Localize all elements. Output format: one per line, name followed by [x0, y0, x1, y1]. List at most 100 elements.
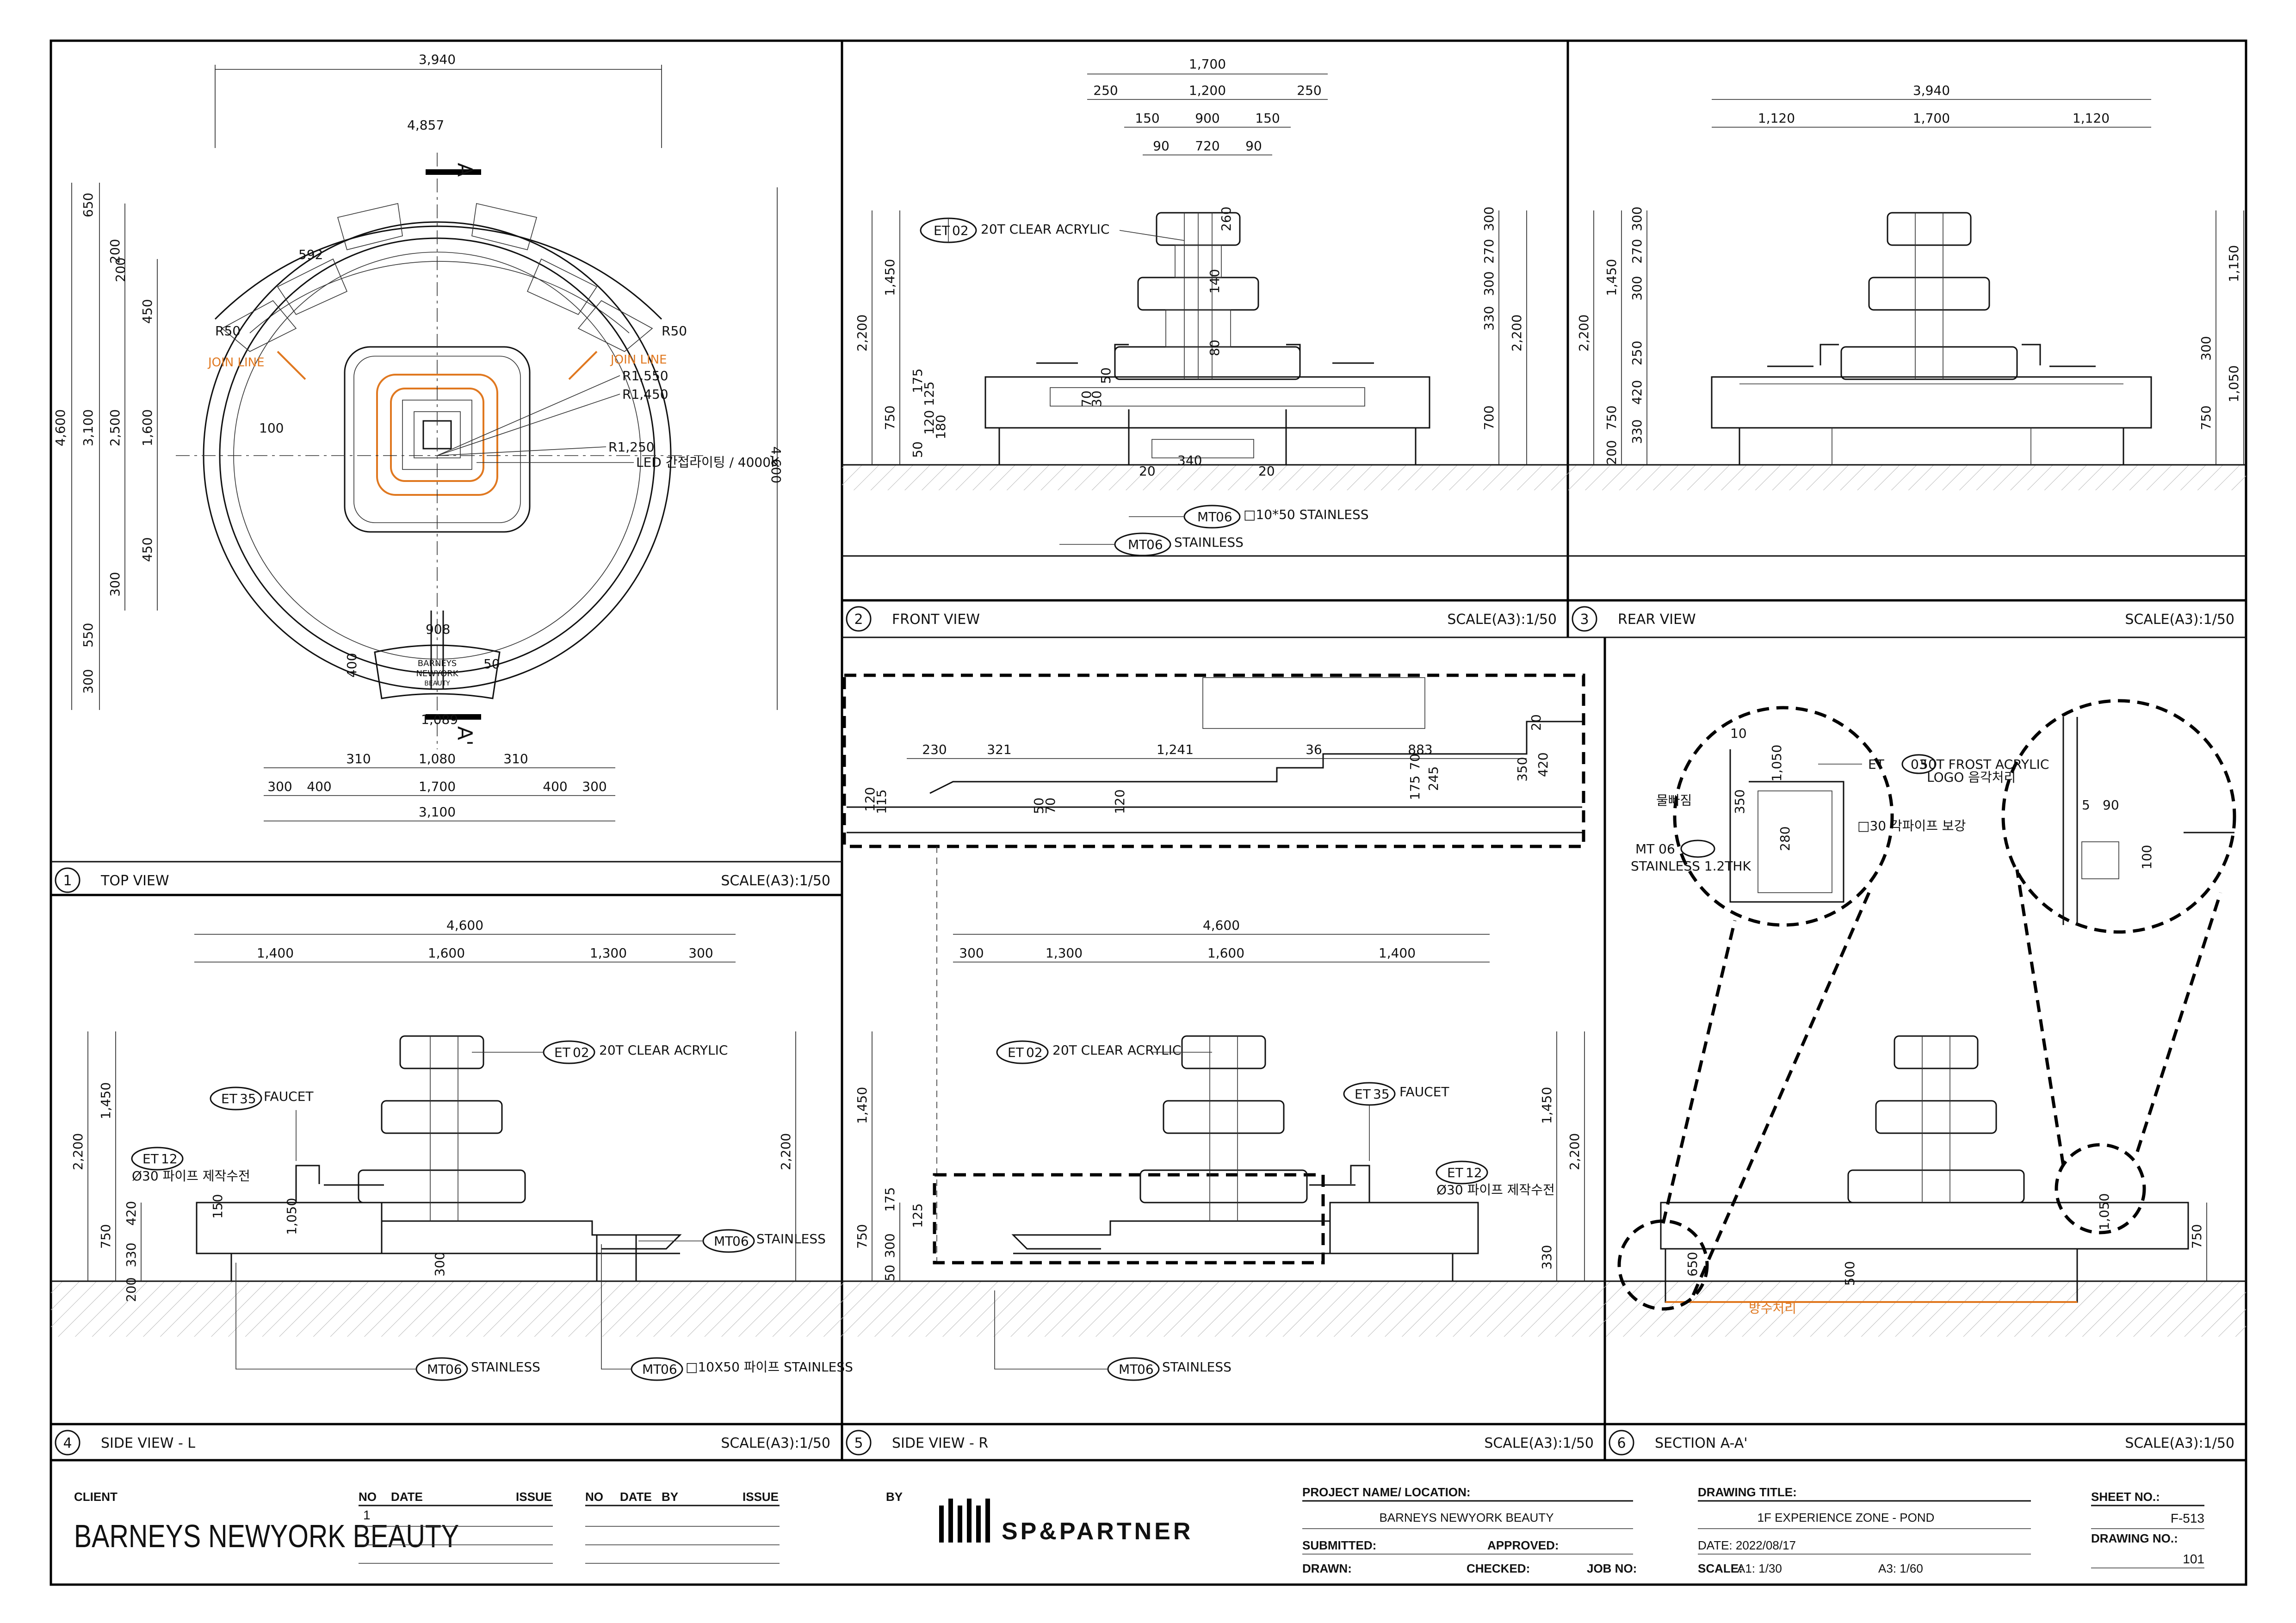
dim-text: 70 — [1079, 390, 1094, 407]
client-name: BARNEYS NEWYORK BEAUTY — [74, 1518, 459, 1555]
dim-text: 592 — [298, 247, 323, 262]
drawing-date: DATE: 2022/08/17 — [1698, 1538, 1796, 1552]
sign-text: BEAUTY — [424, 680, 450, 687]
drawing-number: 101 — [2183, 1552, 2204, 1566]
rev-col-header: ISSUE — [743, 1490, 779, 1504]
dim-text: 4,857 — [407, 117, 444, 133]
rev-col-header: NO — [585, 1490, 603, 1504]
dim-text: 30 — [1089, 390, 1104, 407]
dim-text: 10 — [1730, 726, 1747, 741]
dim-text: 1,450 — [882, 259, 897, 296]
dim-text: 300 — [2198, 336, 2214, 361]
view-number: 1 — [63, 873, 72, 889]
dim-text: 150 — [210, 1194, 225, 1219]
dim-text: 5 — [2082, 797, 2090, 813]
dim-text: 20 — [1529, 714, 1544, 731]
dim-text: 150 — [1255, 111, 1280, 126]
approved-label: APPROVED: — [1487, 1538, 1559, 1552]
svg-text:12: 12 — [1466, 1165, 1482, 1180]
dim-text: 330 — [1481, 306, 1497, 331]
callout-num: 03 — [1911, 757, 1927, 772]
section-aa: 방수처리 750 650 500 1,050 10 350 280 1,050 … — [1605, 699, 2246, 1337]
drawn-label: DRAWN: — [1302, 1561, 1352, 1575]
dim-text: 300 — [432, 1252, 447, 1277]
view-scale: SCALE(A3):1/50 — [1484, 1435, 1594, 1451]
dim-text: 400 — [344, 653, 359, 678]
dim-text: 1,700 — [1913, 111, 1950, 126]
view-title-4: 4 SIDE VIEW - L SCALE(A3):1/50 — [55, 1430, 830, 1456]
dim-text: 1,089 — [421, 712, 458, 727]
dim-text: 1,150 — [2226, 245, 2241, 282]
view-scale: SCALE(A3):1/50 — [1447, 611, 1557, 628]
dim-text: 300 — [1629, 207, 1645, 231]
svg-text:□10X50 파이프 STAINLESS: □10X50 파이프 STAINLESS — [686, 1359, 853, 1375]
dim-text: 200 — [113, 258, 128, 282]
view-title: SIDE VIEW - L — [101, 1435, 195, 1451]
svg-text:02: 02 — [1026, 1045, 1043, 1060]
dim-text: 250 — [1629, 341, 1645, 365]
svg-text:Ø30 파이프 제작수전: Ø30 파이프 제작수전 — [132, 1168, 250, 1184]
rear-view: 3,940 1,120 1,700 1,120 2,200 1,450 300 … — [1568, 83, 2246, 490]
side-view-l: ET 02 20T CLEAR ACRYLIC ET 35 FAUCET ET … — [51, 918, 853, 1381]
rev-col-header: NO — [359, 1490, 377, 1504]
detail-strip: 230 321 1,241 36 883 70 245 175 350 420 … — [842, 673, 1585, 1267]
radius-label: R1,550 — [622, 368, 668, 383]
callout-text: LOGO 음각처리 — [1927, 770, 2016, 785]
dim-text: 310 — [503, 751, 528, 766]
firm-name: SP&PARTNER — [1002, 1518, 1193, 1545]
dim-text: 2,500 — [107, 409, 123, 446]
svg-text:35: 35 — [1373, 1086, 1390, 1102]
callout-et02: ET 02 20T CLEAR ACRYLIC — [920, 217, 1185, 243]
view-scale: SCALE(A3):1/50 — [721, 1435, 830, 1451]
dim-text: 1,120 — [2073, 111, 2110, 126]
svg-text:MT: MT — [1128, 537, 1147, 552]
rev-col-header: DATE — [391, 1490, 423, 1504]
scale-a3: A3: 1/60 — [1878, 1561, 1923, 1575]
dim-text: 20 — [1258, 463, 1275, 479]
dim-text: 175 — [882, 1187, 897, 1212]
callout-code: MT 06 — [1635, 841, 1675, 857]
dim-text: 400 — [307, 779, 331, 794]
dim-text: 1,300 — [1046, 945, 1083, 961]
dim-text: 200 — [1604, 440, 1619, 465]
dim-text: 1,600 — [428, 945, 465, 961]
dim-text: 1,400 — [257, 945, 294, 961]
dim-text: 1,700 — [1189, 56, 1226, 72]
svg-text:MT: MT — [1119, 1362, 1138, 1377]
join-line-label: JOIN LINE — [610, 353, 667, 367]
rev-col-header: DATE — [620, 1490, 652, 1504]
dim-text: 900 — [1195, 111, 1219, 126]
dim-text: 4,600 — [768, 446, 784, 483]
svg-text:□10*50 STAINLESS: □10*50 STAINLESS — [1244, 507, 1369, 522]
svg-text:20T CLEAR ACRYLIC: 20T CLEAR ACRYLIC — [599, 1043, 728, 1058]
sign-text: NEWYORK — [416, 669, 458, 679]
dim-text: 883 — [1408, 742, 1432, 757]
dim-text: 200 — [107, 239, 123, 264]
dim-text: 420 — [124, 1201, 139, 1226]
dim-text: 650 — [80, 193, 96, 217]
callout-text: STAINLESS 1.2THK — [1631, 858, 1751, 874]
dim-text: 1,120 — [1758, 111, 1795, 126]
dim-text: 20 — [1139, 463, 1156, 479]
dim-text: 120 — [862, 787, 878, 812]
radius-label: R50 — [662, 323, 687, 339]
dim-text: 300 — [882, 1234, 897, 1258]
dim-text: 3,940 — [1913, 83, 1950, 98]
sign-text: BARNEYS — [418, 659, 457, 668]
dim-text: 908 — [426, 622, 450, 637]
callout-et35-r: ET 35 FAUCET — [1343, 1082, 1449, 1161]
dim-text: 50 — [1031, 797, 1046, 814]
dim-text: 80 — [1207, 339, 1222, 356]
dim-text: 300 — [80, 669, 96, 694]
dim-text: 2,200 — [70, 1133, 86, 1170]
dim-text: 450 — [140, 537, 155, 562]
dim-text: 400 — [543, 779, 567, 794]
dim-text: 100 — [2139, 845, 2154, 870]
rev-row-number: 1 — [363, 1508, 371, 1522]
title-block: CLIENT BARNEYS NEWYORK BEAUTY NO DATE IS… — [74, 1485, 2204, 1575]
dim-text: 1,080 — [419, 751, 456, 766]
join-line-label: JOIN LINE — [207, 356, 265, 370]
view-title: SIDE VIEW - R — [892, 1435, 988, 1451]
dim-text: 180 — [933, 415, 948, 439]
